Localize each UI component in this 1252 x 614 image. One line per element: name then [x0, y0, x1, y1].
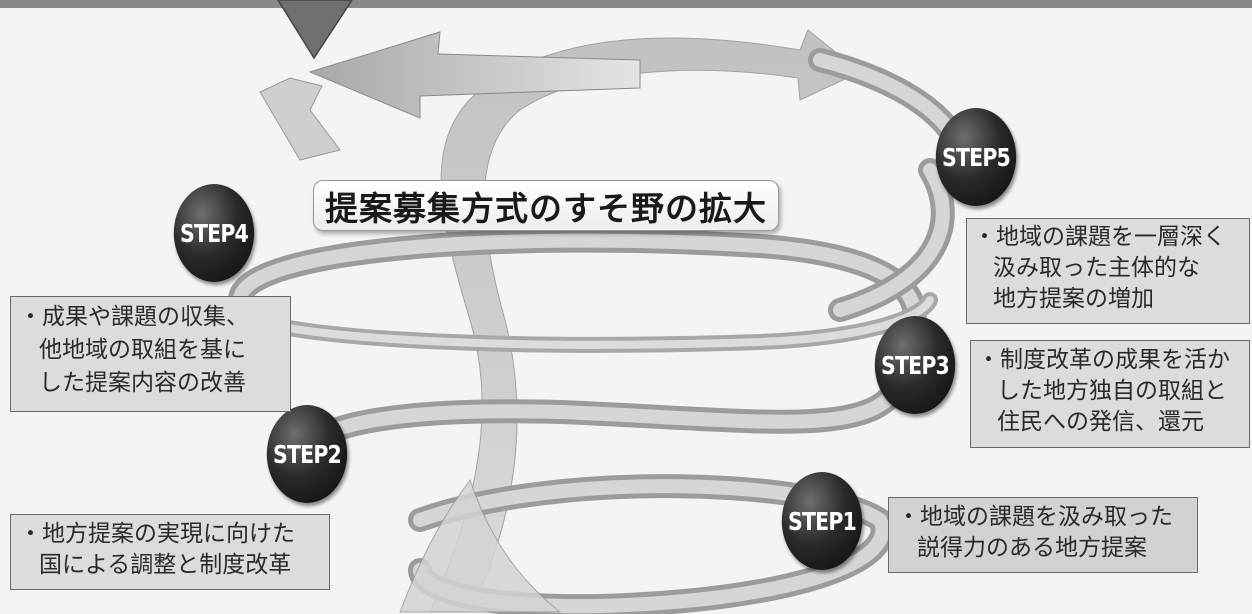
bottom-fan — [399, 478, 562, 613]
step3-line-1: ・制度改革の成果を活か — [977, 347, 1230, 373]
step5-circle: STEP5 — [935, 108, 1017, 206]
step5-description: ・地域の課題を一層深く 汲み取った主体的な 地方提案の増加 — [966, 218, 1250, 324]
step2-circle: STEP2 — [266, 405, 348, 503]
step4-line-1: ・成果や課題の収集、 — [19, 304, 249, 330]
step4-line-2: 他地域の取組を基に — [39, 337, 246, 363]
step4-line-3: した提案内容の改善 — [39, 370, 246, 396]
top-triangle-marker — [277, 0, 353, 60]
step2-line-1: ・地方提案の実現に向けた — [19, 521, 295, 547]
step3-description: ・制度改革の成果を活か した地方独自の取組と 住民への発信、還元 — [970, 340, 1250, 448]
step4-description: ・成果や課題の収集、 他地域の取組を基に した提案内容の改善 — [10, 296, 291, 412]
step5-line-2: 汲み取った主体的な — [993, 255, 1200, 281]
step4-circle: STEP4 — [173, 184, 255, 282]
step2-description: ・地方提案の実現に向けた 国による調整と制度改革 — [10, 514, 330, 590]
step1-line-2: 説得力のある地方提案 — [917, 535, 1147, 561]
step3-line-3: 住民への発信、還元 — [997, 409, 1204, 435]
step3-line-2: した地方独自の取組と — [997, 378, 1227, 404]
top-left-arrow — [308, 31, 641, 119]
small-up-arrow — [259, 77, 341, 161]
top-bar — [0, 0, 1252, 8]
step5-line-1: ・地域の課題を一層深く — [973, 224, 1226, 250]
step2-line-2: 国による調整と制度改革 — [39, 552, 292, 578]
step5-line-3: 地方提案の増加 — [993, 286, 1154, 312]
step1-line-1: ・地域の課題を汲み取った — [897, 504, 1173, 530]
step3-circle: STEP3 — [874, 316, 956, 414]
step1-description: ・地域の課題を汲み取った 説得力のある地方提案 — [888, 497, 1198, 573]
step1-circle: STEP1 — [781, 472, 863, 570]
diagram-title: 提案募集方式のすそ野の拡大 — [313, 180, 779, 231]
